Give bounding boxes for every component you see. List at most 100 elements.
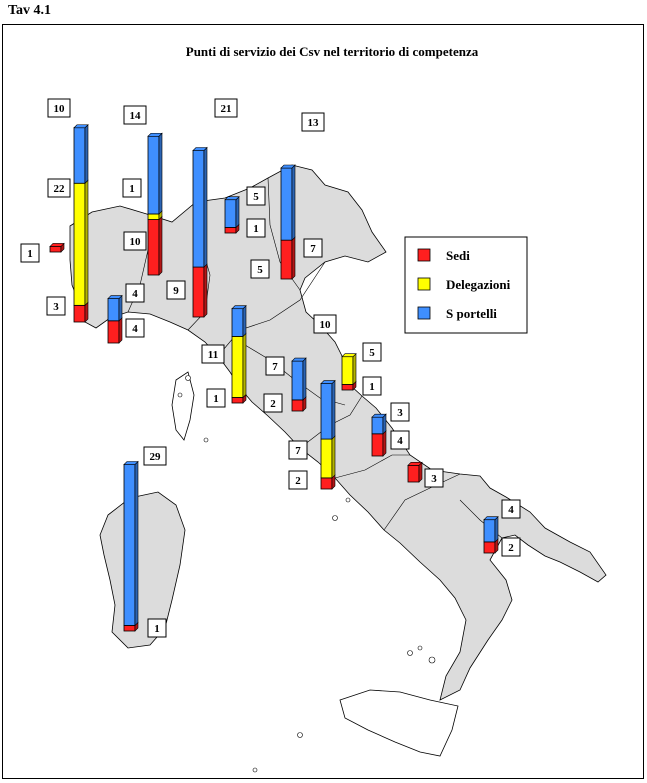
bar-11-side-2: [352, 352, 357, 386]
data-label: 1: [213, 393, 219, 405]
chart-title: Punti di servizio dei Csv nel territorio…: [186, 44, 479, 59]
bar-11-top: [341, 353, 357, 358]
value-label-box: [201, 344, 225, 364]
value-label-box: [246, 186, 266, 206]
value-label-box: [166, 280, 186, 300]
bar-8-side-3: [242, 304, 247, 338]
sardinia: [99, 491, 186, 649]
data-label: 7: [272, 361, 278, 373]
bar-10-segment-sedi: [320, 477, 333, 490]
data-label: 29: [150, 451, 162, 463]
bars-layer: [49, 124, 499, 632]
bar-6-segment-s-portelli: [224, 199, 237, 228]
value-label-box: [265, 356, 285, 376]
bar-8-side-2: [242, 332, 247, 399]
bar-7-segment-sedi: [280, 239, 293, 280]
value-label-box: [20, 243, 40, 263]
bar-4-top: [147, 132, 163, 137]
bar-7-segment-s-portelli: [280, 167, 293, 241]
bar-9-top: [291, 357, 307, 362]
data-label: 1: [253, 223, 259, 235]
bar-11-segment-sedi: [341, 384, 354, 391]
bar-7-top: [280, 164, 296, 169]
bar-6-segment-sedi: [224, 227, 237, 234]
bar-14-segment-s-portelli: [483, 519, 496, 543]
data-label: 3: [431, 473, 437, 485]
bar-3-segment-sedi: [107, 320, 120, 344]
value-label-box: [301, 112, 325, 132]
data-label: 4: [132, 323, 138, 335]
data-label: 2: [508, 542, 514, 554]
value-label-box: [362, 342, 382, 362]
data-label: 10: [54, 103, 66, 115]
legend-swatch-sedi: [417, 248, 431, 262]
value-label-box: [147, 618, 167, 638]
data-label: 1: [154, 623, 160, 635]
bar-3-side-3: [118, 294, 123, 322]
bar-12-segment-sedi: [371, 433, 384, 457]
data-label: 4: [132, 288, 138, 300]
bar-15-segment-s-portelli: [123, 464, 136, 626]
value-label-box: [501, 499, 521, 519]
bar-14-top: [483, 516, 499, 521]
legend-swatch-portelli: [417, 306, 431, 320]
value-label-box: [288, 440, 308, 460]
data-label: 13: [308, 117, 320, 129]
data-label: 21: [221, 103, 232, 115]
data-label: 3: [53, 301, 59, 313]
bar-13-top: [407, 462, 423, 466]
bar-9-segment-sedi: [291, 399, 304, 412]
bar-7-side-1: [291, 236, 296, 280]
bar-2-side-3: [84, 124, 89, 184]
value-label-box: [288, 470, 308, 490]
value-label-box: [206, 388, 226, 408]
value-label-box: [46, 296, 66, 316]
bar-2-side-2: [84, 179, 89, 307]
bar-3-segment-s-portelli: [107, 298, 120, 322]
value-label-box: [47, 98, 71, 118]
value-label-box: [424, 468, 444, 488]
bar-15-top: [123, 461, 139, 465]
bar-6-side-3: [235, 195, 240, 229]
data-label: 11: [208, 349, 218, 361]
value-label-box: [263, 393, 283, 413]
bar-2-segment-s-portelli: [73, 127, 86, 184]
bar-1-segment-sedi: [49, 246, 62, 253]
data-label: 3: [397, 407, 403, 419]
bar-6-top: [224, 196, 240, 200]
labels-layer: 1102234414110219511375111721072513434229…: [20, 98, 521, 638]
data-label: 5: [369, 347, 375, 359]
bar-8-top: [231, 305, 247, 309]
legend-label-delegazioni: Delegazioni: [446, 277, 511, 292]
value-label-box: [390, 402, 410, 422]
bar-14-side-3: [494, 515, 499, 543]
data-label: 5: [257, 264, 263, 276]
bar-5-top: [192, 147, 208, 151]
value-label-box: [501, 537, 521, 557]
value-label-box: [123, 231, 147, 251]
legend: Sedi Delegazioni S portelli: [404, 236, 528, 334]
bar-15-segment-sedi: [123, 625, 136, 632]
bar-5-segment-sedi: [192, 266, 205, 318]
value-label-box: [214, 98, 238, 118]
data-label: 4: [508, 504, 514, 516]
value-label-box: [362, 376, 382, 396]
bar-10-segment-s-portelli: [320, 383, 333, 440]
bar-8-segment-sedi: [231, 397, 244, 404]
value-label-box: [125, 283, 145, 303]
bar-4-side-3: [158, 132, 163, 215]
bar-5-segment-s-portelli: [192, 150, 205, 268]
bar-4-side-1: [158, 215, 163, 276]
legend-label-sedi: Sedi: [446, 248, 470, 263]
small-islands: [177, 375, 436, 773]
sicily: [339, 689, 459, 757]
value-label-box: [123, 105, 147, 125]
bar-10-side-2: [331, 435, 336, 479]
bar-13-segment-sedi: [407, 464, 420, 483]
value-label-box: [122, 178, 142, 198]
data-label: 1: [129, 183, 135, 195]
legend-label-portelli: S portelli: [446, 306, 497, 321]
data-label: 9: [173, 285, 179, 297]
legend-swatch-delegazioni: [417, 277, 431, 291]
